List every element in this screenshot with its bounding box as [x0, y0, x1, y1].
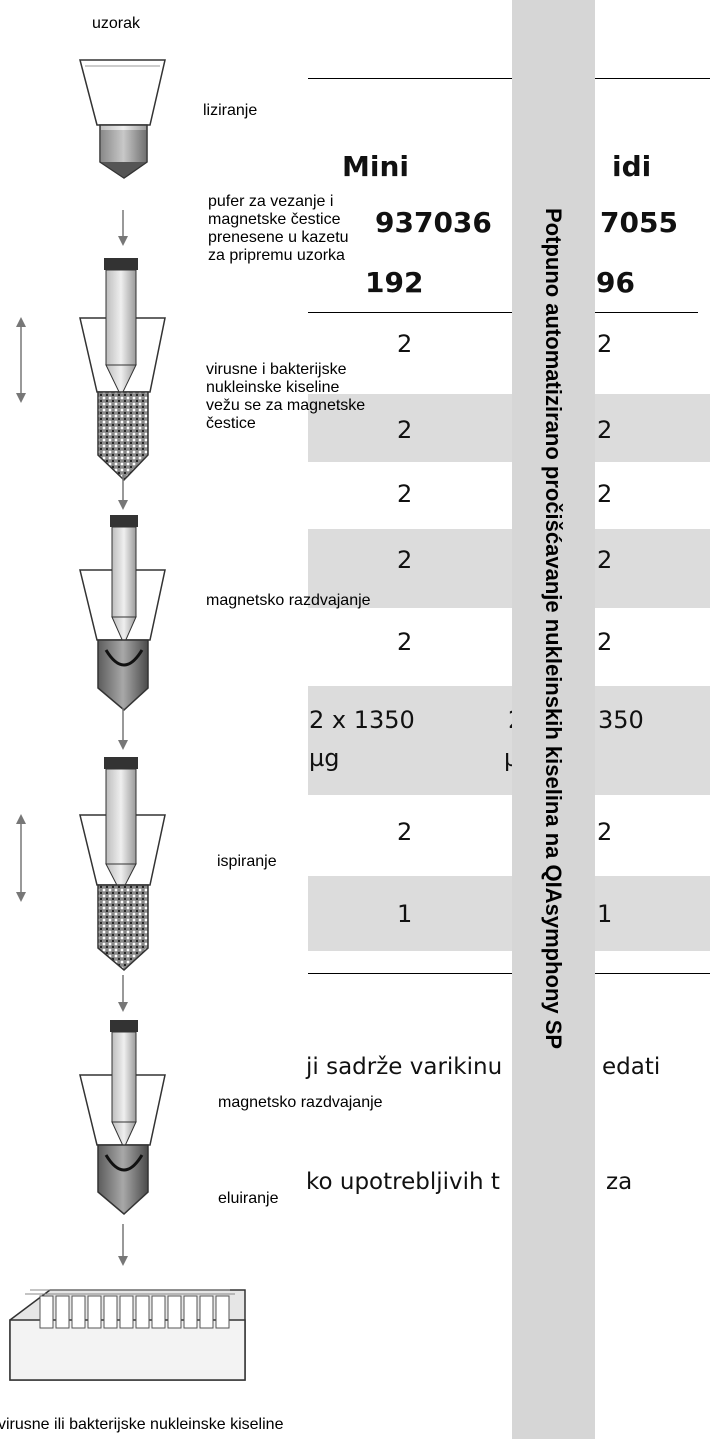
catalog-midi: 7055	[600, 206, 678, 239]
label-bind-1: virusne i bakterijske	[206, 361, 347, 378]
header-mini: Mini	[342, 150, 409, 183]
cell: 2	[597, 628, 613, 656]
label-magnetic-separation-1: magnetsko razdvajanje	[206, 592, 371, 609]
side-banner	[512, 0, 595, 1439]
binding-tube-icon	[79, 258, 166, 482]
row-shade	[308, 876, 710, 951]
cell: 2	[597, 818, 613, 846]
cell: 2	[397, 330, 413, 358]
mixing-arrow-icon	[16, 317, 26, 403]
row-shade	[308, 394, 710, 462]
cell: 1	[397, 900, 413, 928]
label-binding-buffer-2: magnetske čestice	[208, 211, 341, 228]
label-binding-buffer-1: pufer za vezanje i	[208, 193, 334, 210]
table-header-rule	[308, 312, 698, 313]
label-wash: ispiranje	[217, 853, 277, 870]
cell: 2	[397, 818, 413, 846]
row-shade	[308, 686, 710, 795]
down-arrow-icon	[118, 475, 128, 510]
cell: 2	[597, 546, 613, 574]
elution-rack-icon	[9, 1289, 246, 1381]
mixing-arrow-icon	[16, 814, 26, 902]
cell: 1	[597, 900, 613, 928]
cell: 2	[397, 628, 413, 656]
label-binding-buffer-4: za pripremu uzorka	[208, 247, 345, 264]
body-text-fragment: za	[606, 1169, 633, 1195]
header-midi: idi	[612, 150, 652, 183]
cell: 2	[397, 480, 413, 508]
label-binding-buffer-3: prenesene u kazetu	[208, 229, 349, 246]
cell: 2	[597, 330, 613, 358]
catalog-mini: 937036	[375, 206, 492, 239]
label-magnetic-separation-2: magnetsko razdvajanje	[218, 1094, 383, 1111]
down-arrow-icon	[118, 210, 128, 246]
table-top-rule	[308, 78, 710, 79]
label-bind-2: nukleinske kiseline	[206, 379, 340, 396]
magnetic-separation-tube-icon	[79, 1020, 166, 1215]
label-sample: uzorak	[92, 15, 141, 32]
body-text-fragment: ji sadrže varikinu	[306, 1054, 503, 1080]
cell: 2	[597, 480, 613, 508]
cell: 2	[397, 546, 413, 574]
down-arrow-icon	[118, 975, 128, 1012]
preps-midi: 96	[596, 266, 635, 299]
body-text-fragment: ko upotrebljivih t	[306, 1169, 500, 1195]
cell: 2	[597, 416, 613, 444]
cell: 350	[598, 706, 644, 734]
preps-mini: 192	[365, 266, 424, 299]
label-result: virusne ili bakterijske nukleinske kisel…	[0, 1416, 284, 1433]
table-bottom-rule	[308, 973, 710, 974]
body-text-fragment: edati	[602, 1054, 661, 1080]
wash-tube-icon	[79, 757, 166, 971]
down-arrow-icon	[118, 1224, 128, 1266]
label-bind-4: čestice	[206, 415, 256, 432]
lysis-tube-icon	[79, 59, 166, 179]
cell-unit: µg	[309, 744, 340, 772]
down-arrow-icon	[118, 708, 128, 750]
label-elution: eluiranje	[218, 1190, 279, 1207]
cell: 2 x 1350	[309, 706, 415, 734]
row-shade	[308, 529, 710, 608]
magnetic-separation-tube-icon	[79, 515, 166, 711]
label-bind-3: vežu se za magnetske	[206, 397, 366, 414]
cell: 2	[397, 416, 413, 444]
label-lysis: liziranje	[203, 102, 258, 119]
